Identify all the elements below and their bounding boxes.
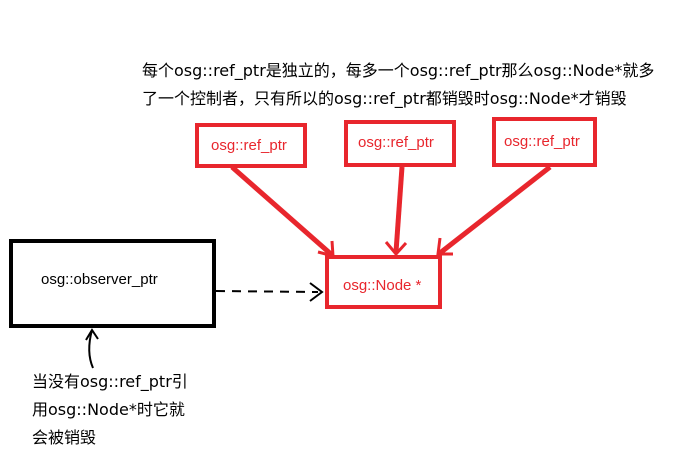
bottom-note-line-1: 当没有osg::ref_ptr引 <box>32 372 188 391</box>
node-box: osg::Node * <box>325 255 442 309</box>
ref-arrow-left <box>230 165 334 257</box>
observer-ptr-box: osg::observer_ptr <box>9 239 216 328</box>
ref-ptr-box-right: osg::ref_ptr <box>492 117 597 167</box>
observer-label: osg::observer_ptr <box>41 271 158 288</box>
ref-ptr-box-middle: osg::ref_ptr <box>344 120 456 167</box>
ref-ptr-label: osg::ref_ptr <box>504 133 580 150</box>
note-pointer-arrow <box>88 329 94 369</box>
bottom-note-line-3: 会被销毁 <box>32 428 97 447</box>
top-note-line-2: 了一个控制者，只有所以的osg::ref_ptr都销毁时osg::Node*才销… <box>142 89 627 108</box>
ref-ptr-label: osg::ref_ptr <box>211 137 287 154</box>
ref-arrowhead-right <box>436 237 453 256</box>
bottom-note-line-2: 用osg::Node*时它就 <box>32 400 185 419</box>
note-pointer-arrowhead <box>85 328 99 341</box>
top-note-line-1: 每个osg::ref_ptr是独立的，每多一个osg::ref_ptr那么osg… <box>142 61 655 80</box>
observer-arrowhead <box>309 282 324 302</box>
ref-arrowhead-middle <box>384 241 408 257</box>
ref-ptr-label: osg::ref_ptr <box>358 134 434 151</box>
observer-dashed-arrow <box>215 290 319 293</box>
ref-arrow-right <box>438 165 552 255</box>
node-label: osg::Node * <box>343 277 422 294</box>
ref-arrow-middle <box>393 166 405 253</box>
ref-ptr-box-left: osg::ref_ptr <box>195 123 307 168</box>
